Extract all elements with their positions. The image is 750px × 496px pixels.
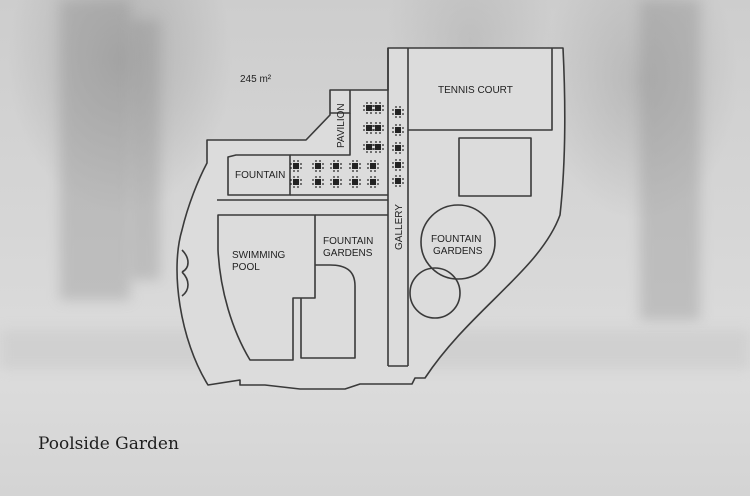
swimming-pool-outline [217,214,316,361]
fountain-area [227,154,291,196]
fountain-gardens-left-label-line2: GARDENS [323,248,373,259]
pavilion-label: PAVILION [336,103,347,148]
background-tree [60,0,130,300]
gallery-strip [387,48,409,367]
dining-table-icon [372,122,384,134]
background-tree [130,20,160,280]
fountain-gardens-right-label-line2: GARDENS [433,246,483,257]
plan-caption: Poolside Garden [38,434,179,454]
dining-table-icon [312,176,324,188]
fountain-gardens-left-outline [300,214,388,359]
swimming-pool-label-line2: POOL [232,262,260,273]
dining-table-icon [392,106,404,118]
gallery-label: GALLERY [394,204,405,250]
dining-table-icon [392,124,404,136]
dining-table-icon [349,176,361,188]
tennis-court-label: TENNIS COURT [438,85,513,96]
dining-table-icon [372,141,384,153]
entrance-arcs [181,249,189,297]
swimming-pool-label-line1: SWIMMING [232,250,286,261]
dining-table-icon [392,159,404,171]
dining-table-icon [367,176,379,188]
small-court [458,137,532,197]
dining-table-icon [349,160,361,172]
seating-tables [290,102,404,188]
dining-table-icon [330,176,342,188]
fountain-gardens-left-label-line1: FOUNTAIN [323,236,373,247]
dining-table-icon [372,102,384,114]
dining-table-icon [290,160,302,172]
dining-table-icon [290,176,302,188]
fountain-gardens-small-circle [409,267,461,319]
dining-table-icon [367,160,379,172]
background-tree [640,0,700,320]
tennis-court-outline [408,48,553,131]
dining-table-icon [330,160,342,172]
area-label: 245 m² [240,74,272,85]
dining-table-icon [392,142,404,154]
fountain-gardens-circle [420,204,496,280]
fountain-gardens-right-label-line1: FOUNTAIN [431,234,481,245]
plan-outline [176,47,566,390]
dining-table-icon [392,175,404,187]
dining-table-icon [312,160,324,172]
fountain-label: FOUNTAIN [235,170,285,181]
dining-table-icon [363,141,375,153]
